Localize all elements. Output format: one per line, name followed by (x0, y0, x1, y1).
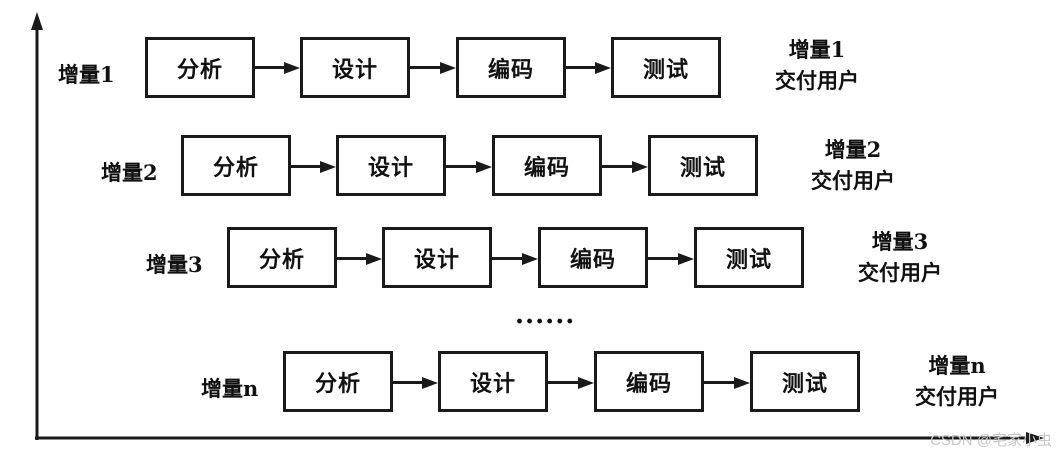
stage-box-design: 设计 (438, 351, 548, 412)
stage-box-testing: 测试 (648, 135, 758, 196)
stage-label: 编码 (625, 370, 672, 397)
stage-box-coding: 编码 (538, 227, 648, 288)
increment-row-3: 增量3 分析 设计 编码 测试 增量3 交付用户 (0, 0, 1058, 288)
flow-arrow (548, 377, 594, 389)
flow-arrow (446, 161, 492, 173)
flow-arrow (492, 253, 538, 265)
delivery-increment: 增量n (928, 353, 986, 378)
stage-label: 测试 (781, 370, 828, 397)
flow-arrow (291, 161, 336, 173)
increment-row-n: 增量n 分析 设计 编码 测试 增量n 交付用户 (0, 0, 1058, 412)
stage-box-coding: 编码 (456, 37, 566, 98)
stage-label: 测试 (642, 56, 689, 83)
delivery-text: 交付用户 (811, 168, 895, 193)
stage-box-analysis: 分析 (283, 351, 393, 412)
delivery-text: 交付用户 (775, 68, 859, 93)
stage-box-testing: 测试 (611, 37, 721, 98)
stage-label: 分析 (258, 246, 305, 273)
delivery-text: 交付用户 (915, 384, 999, 409)
stage-label: 编码 (569, 246, 616, 273)
flow-arrow (602, 161, 648, 173)
delivery-note: 增量3 交付用户 (845, 226, 955, 288)
stage-label: 测试 (725, 246, 772, 273)
delivery-note: 增量2 交付用户 (798, 134, 908, 196)
delivery-note: 增量n 交付用户 (902, 350, 1012, 412)
stage-label: 测试 (679, 154, 726, 181)
stage-box-testing: 测试 (694, 227, 804, 288)
stage-box-coding: 编码 (594, 351, 704, 412)
stage-label: 分析 (212, 154, 259, 181)
ellipsis: ...... (515, 300, 576, 330)
stage-label: 编码 (487, 56, 534, 83)
stage-box-analysis: 分析 (227, 227, 337, 288)
stage-box-design: 设计 (336, 135, 446, 196)
vertical-axis-arrowhead (31, 12, 43, 30)
delivery-increment: 增量1 (788, 37, 846, 62)
delivery-text: 交付用户 (858, 260, 942, 285)
stage-label: 设计 (331, 56, 378, 83)
increment-row-1: 增量1 分析 设计 编码 测试 增量1 交付用户 (0, 0, 1058, 98)
stage-box-design: 设计 (382, 227, 492, 288)
delivery-increment: 增量3 (871, 229, 929, 254)
increment-label: 增量n (201, 376, 259, 401)
stage-box-design: 设计 (300, 37, 410, 98)
stage-label: 编码 (523, 154, 570, 181)
stage-box-testing: 测试 (750, 351, 860, 412)
increment-label: 增量2 (101, 160, 158, 185)
flow-arrow (337, 253, 382, 265)
increment-label: 增量1 (58, 62, 115, 87)
flow-arrow (566, 62, 611, 74)
stage-label: 设计 (413, 246, 460, 273)
flow-arrow (704, 377, 750, 389)
flow-arrow (648, 253, 694, 265)
increment-label: 增量3 (146, 252, 203, 277)
stage-label: 分析 (176, 56, 223, 83)
increment-row-2: 增量2 分析 设计 编码 测试 增量2 交付用户 (0, 0, 1058, 196)
delivery-note: 增量1 交付用户 (762, 34, 872, 96)
delivery-increment: 增量2 (824, 137, 882, 162)
stage-box-coding: 编码 (492, 135, 602, 196)
stage-box-analysis: 分析 (145, 37, 255, 98)
flow-arrow (255, 62, 300, 74)
watermark: CSDN @宅家小虫 (930, 432, 1052, 449)
flow-arrow (393, 377, 438, 389)
stage-box-analysis: 分析 (181, 135, 291, 196)
stage-label: 设计 (469, 370, 516, 397)
flow-arrow (410, 62, 456, 74)
horizontal-axis-arrowhead (1026, 432, 1044, 444)
stage-label: 分析 (314, 370, 361, 397)
stage-label: 设计 (367, 154, 414, 181)
